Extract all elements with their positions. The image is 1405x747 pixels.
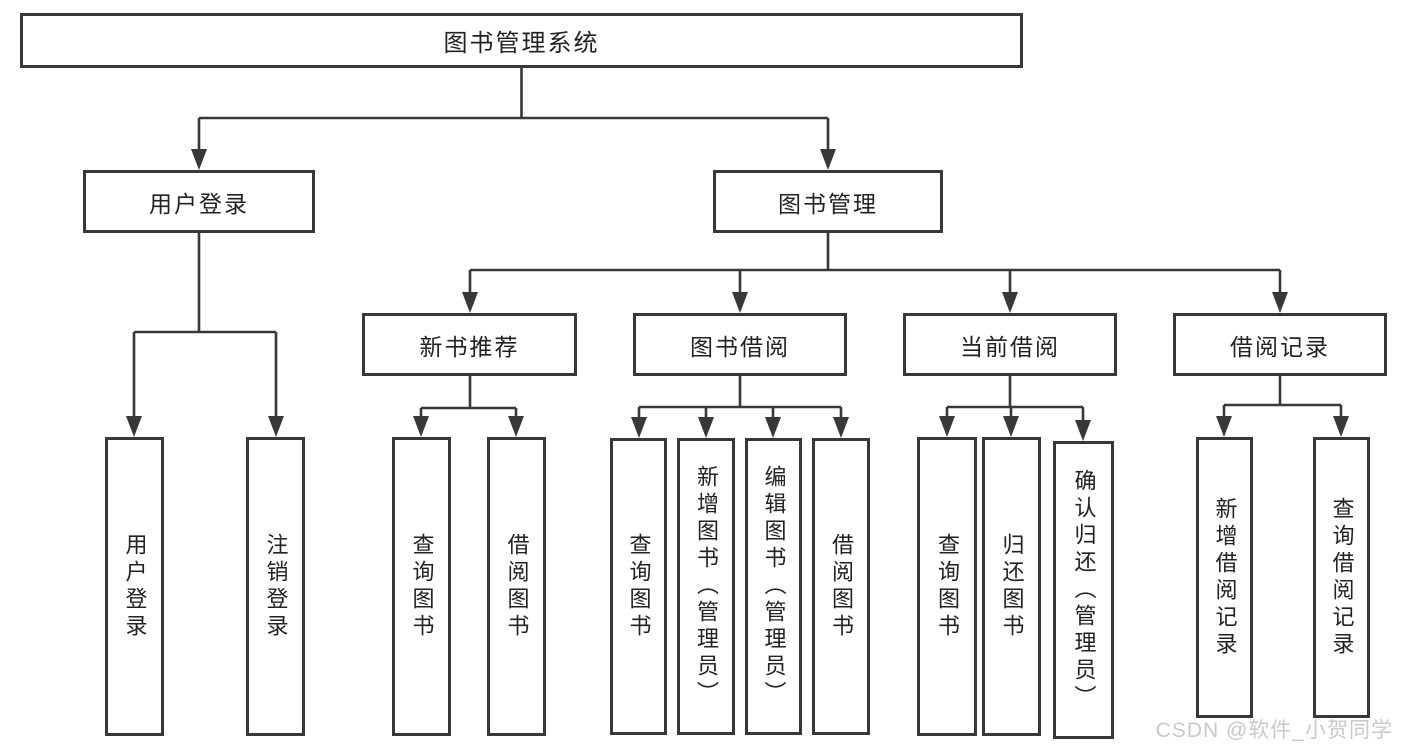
node-user-login: 用户登录 bbox=[83, 170, 315, 233]
leaf-newbooks-query-books: 查询图书 bbox=[392, 437, 451, 736]
leaf-newbooks-borrow-books: 借阅图书 bbox=[487, 437, 546, 736]
leaf-borrow-add-books-admin: 新增图书（管理员） bbox=[677, 438, 735, 735]
leaf-borrow-borrow-books: 借阅图书 bbox=[812, 438, 870, 735]
leaf-records-query-record: 查询借阅记录 bbox=[1313, 437, 1370, 718]
leaf-borrow-edit-books-admin: 编辑图书（管理员） bbox=[745, 438, 802, 735]
leaf-logout: 注销登录 bbox=[246, 437, 305, 736]
node-new-book-recommend: 新书推荐 bbox=[362, 313, 577, 376]
leaf-user-login: 用户登录 bbox=[105, 437, 164, 736]
leaf-records-add-record: 新增借阅记录 bbox=[1196, 437, 1253, 718]
leaf-current-query-books: 查询图书 bbox=[917, 437, 977, 736]
node-borrow-records: 借阅记录 bbox=[1173, 313, 1387, 376]
leaf-current-return-books: 归还图书 bbox=[982, 437, 1041, 736]
csdn-watermark: CSDN @软件_小贺同学 bbox=[1155, 719, 1393, 742]
node-current-borrow: 当前借阅 bbox=[903, 313, 1117, 376]
leaf-current-confirm-return-admin: 确认归还（管理员） bbox=[1053, 441, 1114, 739]
leaf-borrow-query-books: 查询图书 bbox=[610, 438, 667, 735]
node-library-system: 图书管理系统 bbox=[20, 13, 1023, 68]
node-book-borrow: 图书借阅 bbox=[633, 313, 847, 376]
node-book-management: 图书管理 bbox=[713, 170, 943, 233]
